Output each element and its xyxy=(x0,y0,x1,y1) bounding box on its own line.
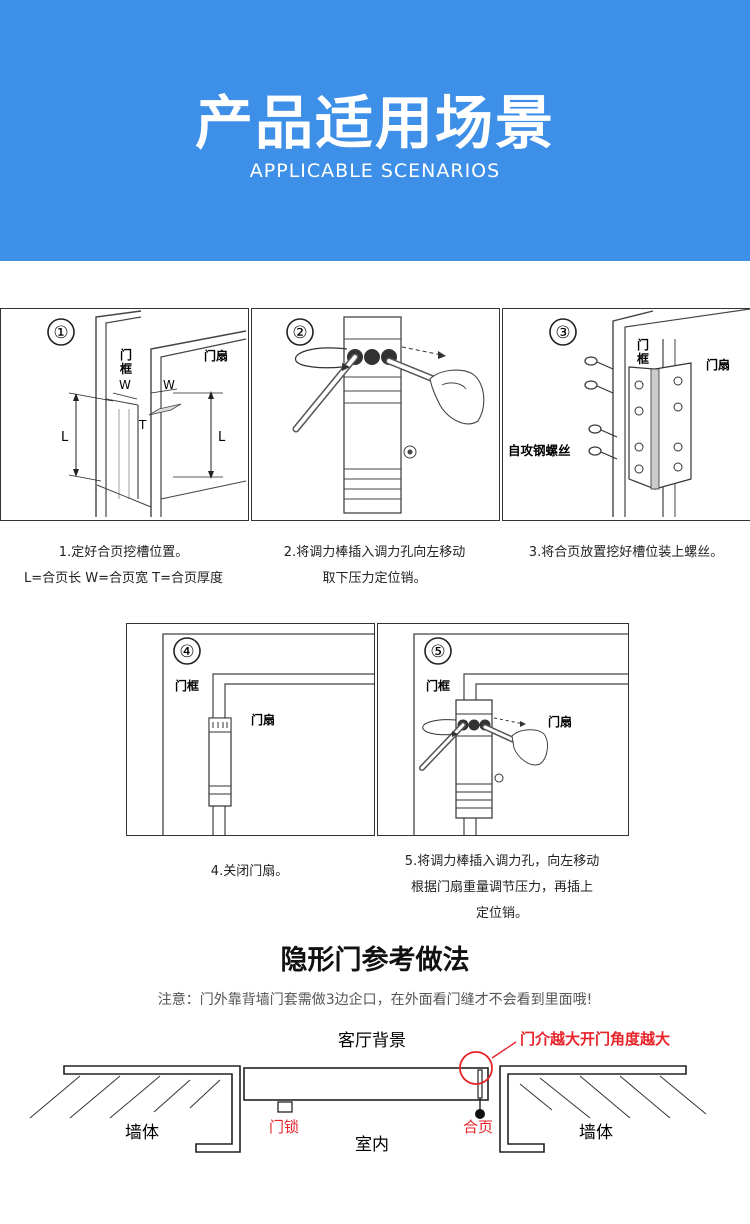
top-label: 客厅背景 xyxy=(338,1031,406,1051)
step-1-caption: 1.定好合页挖槽位置。 L=合页长 W=合页宽 T=合页厚度 xyxy=(0,540,247,592)
step-3-leaf-label: 门扇 xyxy=(706,357,730,372)
step-4-number: ④ xyxy=(179,642,194,662)
step-1-leaf-label: 门扇 xyxy=(204,348,228,363)
step-1-label-l2: L xyxy=(218,430,226,445)
step-2-illustration: ② xyxy=(251,308,500,521)
step-1-label-t: T xyxy=(138,418,147,432)
step-4-frame-label: 门框 xyxy=(175,678,199,693)
section-title: 隐形门参考做法 xyxy=(280,945,470,976)
inside-label: 室内 xyxy=(355,1135,389,1155)
step-3-illustration: ③ 门 框 门扇 自攻钢螺丝 xyxy=(502,308,750,521)
hidden-door-diagram: 门介越大开门角度越大 客厅背景 墙体 墙体 门锁 合页 室内 xyxy=(0,1020,750,1220)
svg-text:门: 门 xyxy=(637,337,649,352)
page-subtitle: APPLICABLE SCENARIOS xyxy=(249,160,501,182)
step-2-number: ② xyxy=(292,323,307,343)
step-1-frame-char1: 门 xyxy=(120,347,132,362)
hinge-label: 合页 xyxy=(463,1118,493,1136)
step-5-number: ⑤ xyxy=(430,642,445,662)
step-1-illustration: ① L L W W T 门 框 门扇 xyxy=(0,308,249,521)
step-5-frame-label: 门框 xyxy=(426,678,450,693)
step-1-number: ① xyxy=(53,323,68,343)
step-2-caption: 2.将调力棒插入调力孔向左移动 取下压力定位销。 xyxy=(251,540,498,592)
section-note: 注意：门外靠背墙门套需做3边企口，在外面看门缝才不会看到里面哦! xyxy=(157,992,593,1008)
step-5-caption-line-1: 5.将调力棒插入调力孔，向左移动 xyxy=(404,854,600,869)
page-title: 产品适用场景 xyxy=(194,89,555,157)
step-4-illustration: ④ 门框 门扇 xyxy=(126,623,375,836)
step-1-label-w2: W xyxy=(163,378,175,392)
step-1-frame-char2: 框 xyxy=(120,361,132,376)
step-4-leaf-label: 门扇 xyxy=(251,712,275,727)
callout-text: 门介越大开门角度越大 xyxy=(520,1030,670,1048)
step-3-screw-label: 自攻钢螺丝 xyxy=(508,443,571,458)
step-4-caption-line-1: 4.关闭门扇。 xyxy=(210,864,289,879)
step-3-caption: 3.将合页放置挖好槽位装上螺丝。 xyxy=(502,540,750,566)
wall-left-label: 墙体 xyxy=(125,1123,159,1143)
step-1-caption-line-1: 1.定好合页挖槽位置。 xyxy=(58,545,189,560)
step-2-caption-line-2: 取下压力定位销。 xyxy=(322,571,427,586)
step-3-caption-line-1: 3.将合页放置挖好槽位装上螺丝。 xyxy=(528,545,724,560)
step-4-caption: 4.关闭门扇。 xyxy=(126,859,373,885)
step-5-illustration: ⑤ 门框 门扇 xyxy=(377,623,629,836)
step-3-number: ③ xyxy=(555,323,570,343)
step-2-caption-line-1: 2.将调力棒插入调力孔向左移动 xyxy=(283,545,466,560)
lock-label: 门锁 xyxy=(269,1118,299,1136)
step-1-caption-line-2: L=合页长 W=合页宽 T=合页厚度 xyxy=(24,571,223,586)
svg-text:框: 框 xyxy=(637,351,649,366)
step-1-label-l1: L xyxy=(61,430,69,445)
wall-right-label: 墙体 xyxy=(579,1123,613,1143)
step-5-caption-line-2: 根据门扇重量调节压力，再插上 xyxy=(410,880,593,895)
header-banner: 产品适用场景 APPLICABLE SCENARIOS xyxy=(0,0,750,261)
step-5-caption: 5.将调力棒插入调力孔，向左移动 根据门扇重量调节压力，再插上 定位销。 xyxy=(377,849,627,927)
step-5-caption-line-3: 定位销。 xyxy=(475,906,528,921)
step-5-leaf-label: 门扇 xyxy=(548,714,572,729)
step-1-label-w1: W xyxy=(119,378,131,392)
